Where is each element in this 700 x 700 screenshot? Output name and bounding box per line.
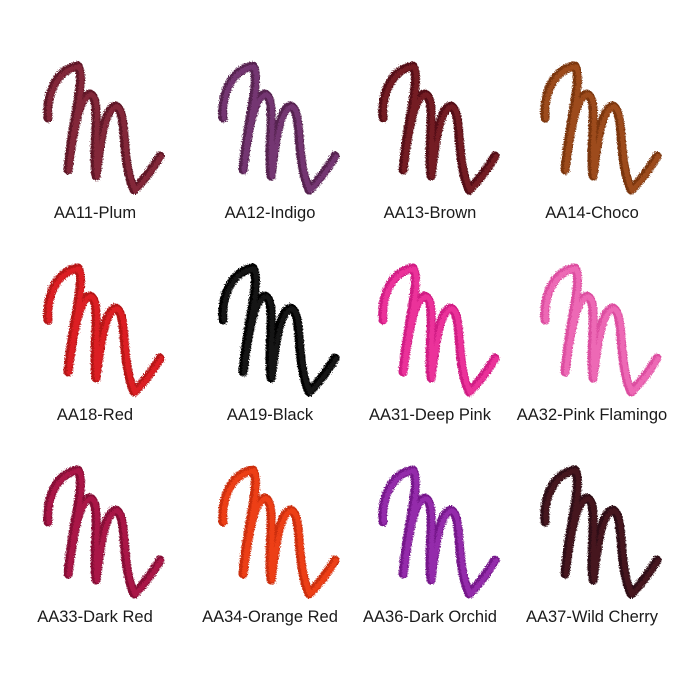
- scribble-stroke-highlight: [381, 64, 499, 194]
- swatch-aa18-red: AA18-Red: [10, 202, 180, 424]
- scribble-aa12-indigo: [218, 61, 340, 195]
- swatch-aa14-choco: AA14-Choco: [507, 0, 677, 222]
- scribble-stroke-highlight: [543, 468, 661, 598]
- scribble-aa13-brown: [378, 61, 500, 195]
- swatch-aa32-pink-flamingo: AA32-Pink Flamingo: [507, 202, 677, 424]
- scribble-aa19-black: [218, 263, 340, 397]
- swatch-label: AA18-Red: [56, 406, 134, 424]
- swatch-aa33-dark-red: AA33-Dark Red: [10, 404, 180, 626]
- swatch-label: AA32-Pink Flamingo: [516, 406, 668, 424]
- swatch-label: AA31-Deep Pink: [369, 406, 491, 424]
- swatch-label: AA36-Dark Orchid: [363, 608, 497, 626]
- swatch-aa34-orange-red: AA34-Orange Red: [185, 404, 355, 626]
- scribble-aa11-plum: [43, 61, 165, 195]
- scribble-stroke-highlight: [543, 266, 661, 396]
- scribble-stroke-highlight: [381, 468, 499, 598]
- swatch-aa11-plum: AA11-Plum: [10, 0, 180, 222]
- scribble-stroke-highlight: [46, 64, 164, 194]
- scribble-aa14-choco: [540, 61, 662, 195]
- scribble-stroke-highlight: [221, 468, 339, 598]
- scribble-stroke-highlight: [46, 468, 164, 598]
- swatch-aa13-brown: AA13-Brown: [345, 0, 515, 222]
- swatch-aa19-black: AA19-Black: [185, 202, 355, 424]
- swatch-label: AA19-Black: [226, 406, 314, 424]
- swatch-label: AA37-Wild Cherry: [525, 608, 659, 626]
- swatch-label: AA14-Choco: [545, 204, 639, 222]
- scribble-aa36-dark-orchid: [378, 465, 500, 599]
- swatch-label: AA11-Plum: [53, 204, 137, 222]
- scribble-aa32-pink-flamingo: [540, 263, 662, 397]
- scribble-stroke-highlight: [381, 266, 499, 396]
- swatch-aa12-indigo: AA12-Indigo: [185, 0, 355, 222]
- swatch-label: AA33-Dark Red: [37, 608, 153, 626]
- swatch-label: AA12-Indigo: [224, 204, 316, 222]
- swatch-label: AA13-Brown: [383, 204, 477, 222]
- scribble-stroke-highlight: [221, 64, 339, 194]
- swatch-aa36-dark-orchid: AA36-Dark Orchid: [345, 404, 515, 626]
- scribble-aa37-wild-cherry: [540, 465, 662, 599]
- scribble-aa33-dark-red: [43, 465, 165, 599]
- scribble-stroke-highlight: [221, 266, 339, 396]
- swatch-aa37-wild-cherry: AA37-Wild Cherry: [507, 404, 677, 626]
- swatch-aa31-deep-pink: AA31-Deep Pink: [345, 202, 515, 424]
- scribble-aa18-red: [43, 263, 165, 397]
- swatch-label: AA34-Orange Red: [202, 608, 338, 626]
- scribble-stroke-highlight: [543, 64, 661, 194]
- scribble-stroke-highlight: [46, 266, 164, 396]
- scribble-aa34-orange-red: [218, 465, 340, 599]
- scribble-aa31-deep-pink: [378, 263, 500, 397]
